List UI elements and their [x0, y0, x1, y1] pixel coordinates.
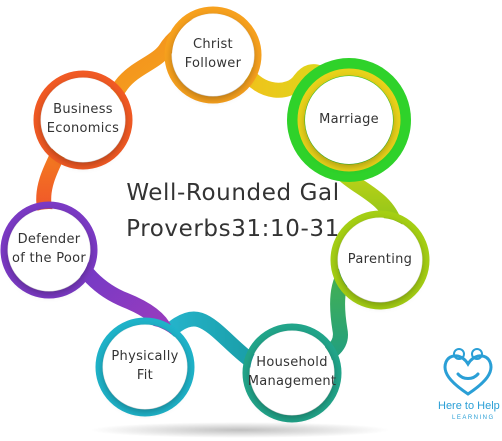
ring-christ-follower	[164, 6, 262, 104]
node-label: Defender of the Poor	[11, 232, 87, 266]
diagram-title: Well-Rounded Gal	[126, 180, 340, 206]
node-physically-fit: Physically Fit	[103, 325, 187, 409]
logo-name: Here to Help	[438, 400, 500, 412]
node-label: Christ Follower	[184, 37, 242, 71]
floor-shadow	[90, 422, 390, 438]
ring-defender	[0, 201, 98, 299]
heart-family-icon	[443, 348, 493, 396]
node-business-economics: Business Economics	[41, 78, 125, 162]
node-defender-of-the-poor: Defender of the Poor	[8, 209, 90, 291]
logo-tagline: LEARNING	[452, 415, 495, 421]
ring-household	[242, 323, 342, 423]
node-marriage: Marriage	[305, 76, 393, 164]
ring-business	[33, 70, 133, 170]
diagram-subtitle: Proverbs31:10-31	[126, 216, 340, 242]
node-label: Physically Fit	[111, 349, 179, 383]
node-label: Marriage	[319, 111, 379, 127]
node-label: Business Economics	[46, 102, 120, 136]
node-parenting: Parenting	[338, 218, 422, 302]
ring-physically-fit	[95, 317, 195, 417]
node-label: Household Management	[247, 355, 337, 389]
ring-parenting	[330, 210, 430, 310]
node-christ-follower: Christ Follower	[172, 14, 254, 96]
ring-marriage-inner	[297, 68, 401, 172]
node-household-management: Household Management	[247, 331, 337, 415]
here-to-help-logo: Here to Help LEARNING	[438, 344, 500, 434]
node-label: Parenting	[347, 251, 413, 267]
